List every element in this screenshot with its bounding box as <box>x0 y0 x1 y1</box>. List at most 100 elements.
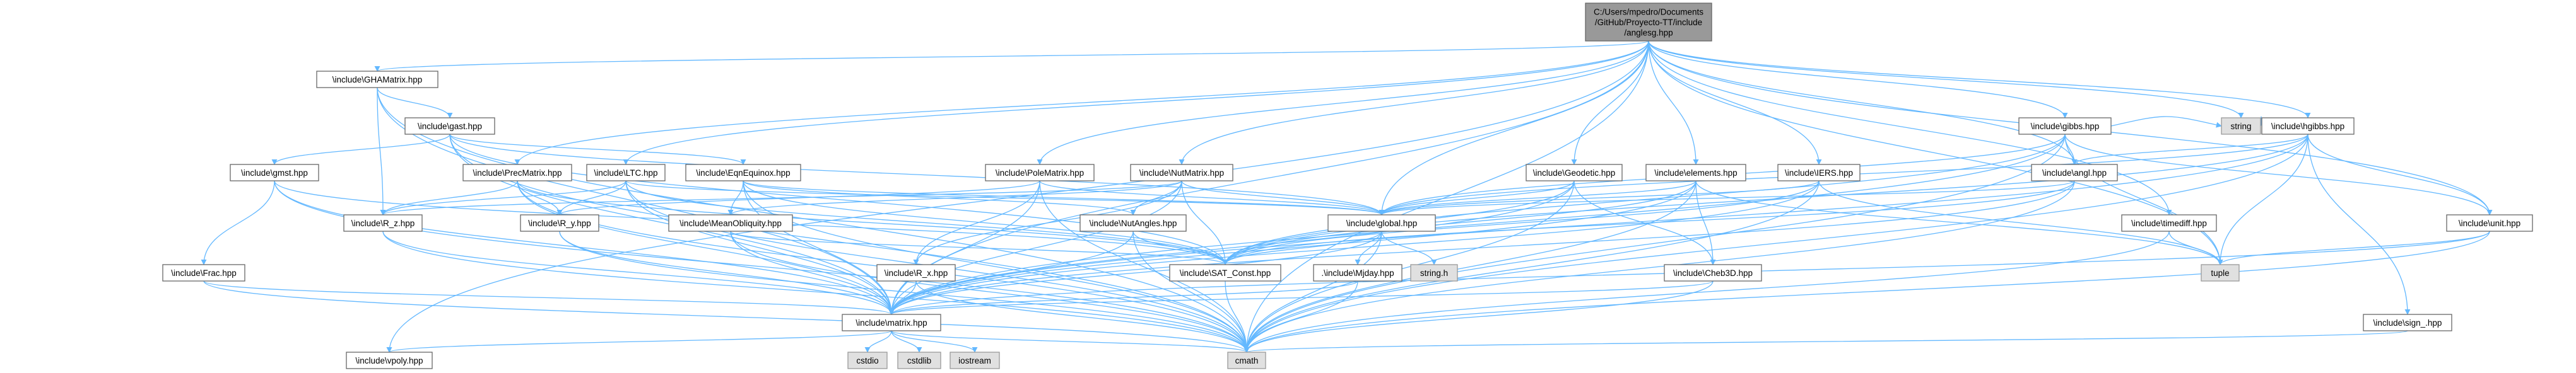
node-hgibbs[interactable]: \include\hgibbs.hpp <box>2261 117 2355 135</box>
node-elements[interactable]: \include\elements.hpp <box>1645 164 1746 181</box>
node-label-NutMatrix: \include\NutMatrix.hpp <box>1139 168 1224 178</box>
edge-MeanObliquity-to-cmath <box>730 231 1250 353</box>
edge-elements-to-global <box>1379 180 1697 215</box>
node-string[interactable]: string <box>2221 117 2261 135</box>
node-label-GHAMatrix: \include\GHAMatrix.hpp <box>332 75 423 84</box>
node-box-stringh <box>1410 264 1458 282</box>
node-vpoly[interactable]: \include\vpoly.hpp <box>346 352 433 369</box>
edge-IERS-to-matrix <box>888 180 1820 315</box>
node-label-PoleMatrix: \include\PoleMatrix.hpp <box>996 168 1084 178</box>
node-box-sign <box>2363 314 2452 331</box>
node-NutAngles[interactable]: \include\NutAngles.hpp <box>1079 214 1187 232</box>
node-box-Geodetic <box>1526 164 1623 181</box>
node-Frac[interactable]: \include\Frac.hpp <box>162 264 245 282</box>
node-stringh[interactable]: string.h <box>1410 264 1458 282</box>
node-gast[interactable]: \include\gast.hpp <box>404 117 495 135</box>
node-label-tuple: tuple <box>2211 268 2229 278</box>
node-label-SAT: \include\SAT_Const.hpp <box>1180 268 1271 278</box>
node-box-Cheb3D <box>1664 264 1762 282</box>
edge-gmst-to-matrix <box>274 180 895 315</box>
node-box-angl <box>2031 164 2118 181</box>
node-unit[interactable]: \include\unit.hpp <box>2446 214 2533 232</box>
edge-root-to-hgibbs <box>1648 40 2311 118</box>
node-Geodetic[interactable]: \include\Geodetic.hpp <box>1526 164 1623 181</box>
edge-NutMatrix-to-Rx <box>913 180 1182 265</box>
node-cmath[interactable]: cmath <box>1227 352 1266 369</box>
edge-gibbs-to-angl <box>2064 134 2078 165</box>
node-box-NutMatrix <box>1130 164 1233 181</box>
node-LTC[interactable]: \include\LTC.hpp <box>586 164 666 181</box>
edge-LTC-to-matrix <box>625 180 895 315</box>
node-label-gibbs: \include\gibbs.hpp <box>2031 122 2100 131</box>
node-MeanObliquity[interactable]: \include\MeanObliquity.hpp <box>668 214 793 232</box>
node-box-IERS <box>1777 164 1861 181</box>
node-label-Ry: \include\R_y.hpp <box>528 219 591 228</box>
edge-global-to-matrix <box>888 231 1382 315</box>
node-cstdio[interactable]: cstdio <box>847 352 888 369</box>
node-iostream[interactable]: iostream <box>950 352 1000 369</box>
node-Cheb3D[interactable]: \include\Cheb3D.hpp <box>1664 264 1762 282</box>
edge-NutMatrix-to-matrix <box>888 180 1182 315</box>
edge-gast-to-SAT <box>449 134 1228 265</box>
node-box-string <box>2221 117 2261 135</box>
edge-root-to-NutMatrix <box>1179 40 1649 165</box>
node-gibbs[interactable]: \include\gibbs.hpp <box>2018 117 2112 135</box>
node-GHAMatrix[interactable]: \include\GHAMatrix.hpp <box>316 71 438 88</box>
node-global[interactable]: \include\global.hpp <box>1327 214 1436 232</box>
node-cstdlib[interactable]: cstdlib <box>897 352 941 369</box>
edge-gast-to-EqnEquinox <box>449 134 746 165</box>
node-box-Frac <box>162 264 245 282</box>
edge-unit-to-tuple <box>2217 231 2490 265</box>
node-timediff[interactable]: \include\timediff.hpp <box>2121 214 2217 232</box>
node-SAT[interactable]: \include\SAT_Const.hpp <box>1169 264 1281 282</box>
edge-root-to-angl <box>1648 40 2078 165</box>
node-Rz[interactable]: \include\R_z.hpp <box>343 214 423 232</box>
node-root[interactable]: C:/Users/mpedro/Documents/GitHub/Proyect… <box>1585 3 1712 42</box>
node-IERS[interactable]: \include\IERS.hpp <box>1777 164 1861 181</box>
edge-hgibbs-to-matrix <box>888 134 2308 315</box>
node-box-Ry <box>520 214 599 232</box>
edge-sign-to-cmath <box>1244 330 2408 353</box>
edge-PoleMatrix-to-cmath <box>1039 180 1250 353</box>
edge-NutMatrix-to-NutAngles <box>1130 180 1182 215</box>
node-Rx[interactable]: \include\R_x.hpp <box>876 264 956 282</box>
edge-root-to-PoleMatrix <box>1037 40 1649 165</box>
edge-Geodetic-to-global <box>1379 180 1575 215</box>
node-label-global: \include\global.hpp <box>1346 219 1418 228</box>
node-box-elements <box>1645 164 1746 181</box>
edge-PrecMatrix-to-Rz <box>380 180 518 215</box>
edge-root-to-cmath <box>1244 40 1649 353</box>
node-EqnEquinox[interactable]: \include\EqnEquinox.hpp <box>685 164 801 181</box>
node-Ry[interactable]: \include\R_y.hpp <box>520 214 599 232</box>
node-box-EqnEquinox <box>685 164 801 181</box>
node-gmst[interactable]: \include\gmst.hpp <box>230 164 319 181</box>
edge-hgibbs-to-SAT <box>1222 134 2308 265</box>
edge-gmst-to-Frac <box>201 180 275 265</box>
edge-NutMatrix-to-Rz <box>380 180 1182 215</box>
edge-EqnEquinox-to-MeanObliquity <box>727 180 744 215</box>
edge-root-to-LTC <box>623 40 1649 165</box>
node-box-vpoly <box>346 352 433 369</box>
node-sign[interactable]: \include\sign_.hpp <box>2363 314 2452 331</box>
node-label-Rz: \include\R_z.hpp <box>351 219 415 228</box>
node-PrecMatrix[interactable]: \include\PrecMatrix.hpp <box>462 164 572 181</box>
node-angl[interactable]: \include\angl.hpp <box>2031 164 2118 181</box>
node-tuple[interactable]: tuple <box>2201 264 2240 282</box>
node-label-IERS: \include\IERS.hpp <box>1785 168 1853 178</box>
edge-PoleMatrix-to-matrix <box>888 180 1040 315</box>
node-label-root: /GitHub/Proyecto-TT/include <box>1595 18 1702 27</box>
node-box-cstdio <box>847 352 888 369</box>
edge-EqnEquinox-to-SAT <box>743 180 1228 265</box>
node-box-Rx <box>876 264 956 282</box>
node-NutMatrix[interactable]: \include\NutMatrix.hpp <box>1130 164 1233 181</box>
node-matrix[interactable]: \include\matrix.hpp <box>842 314 941 331</box>
node-Mjday[interactable]: .\include\Mjday.hpp <box>1313 264 1403 282</box>
edge-unit-to-cmath <box>1244 231 2490 353</box>
edge-matrix-to-cstdlib <box>891 330 922 353</box>
node-box-iostream <box>950 352 1000 369</box>
node-PoleMatrix[interactable]: \include\PoleMatrix.hpp <box>985 164 1095 181</box>
node-box-matrix <box>842 314 941 331</box>
edge-elements-to-SAT <box>1222 180 1697 265</box>
node-box-root <box>1585 3 1712 42</box>
